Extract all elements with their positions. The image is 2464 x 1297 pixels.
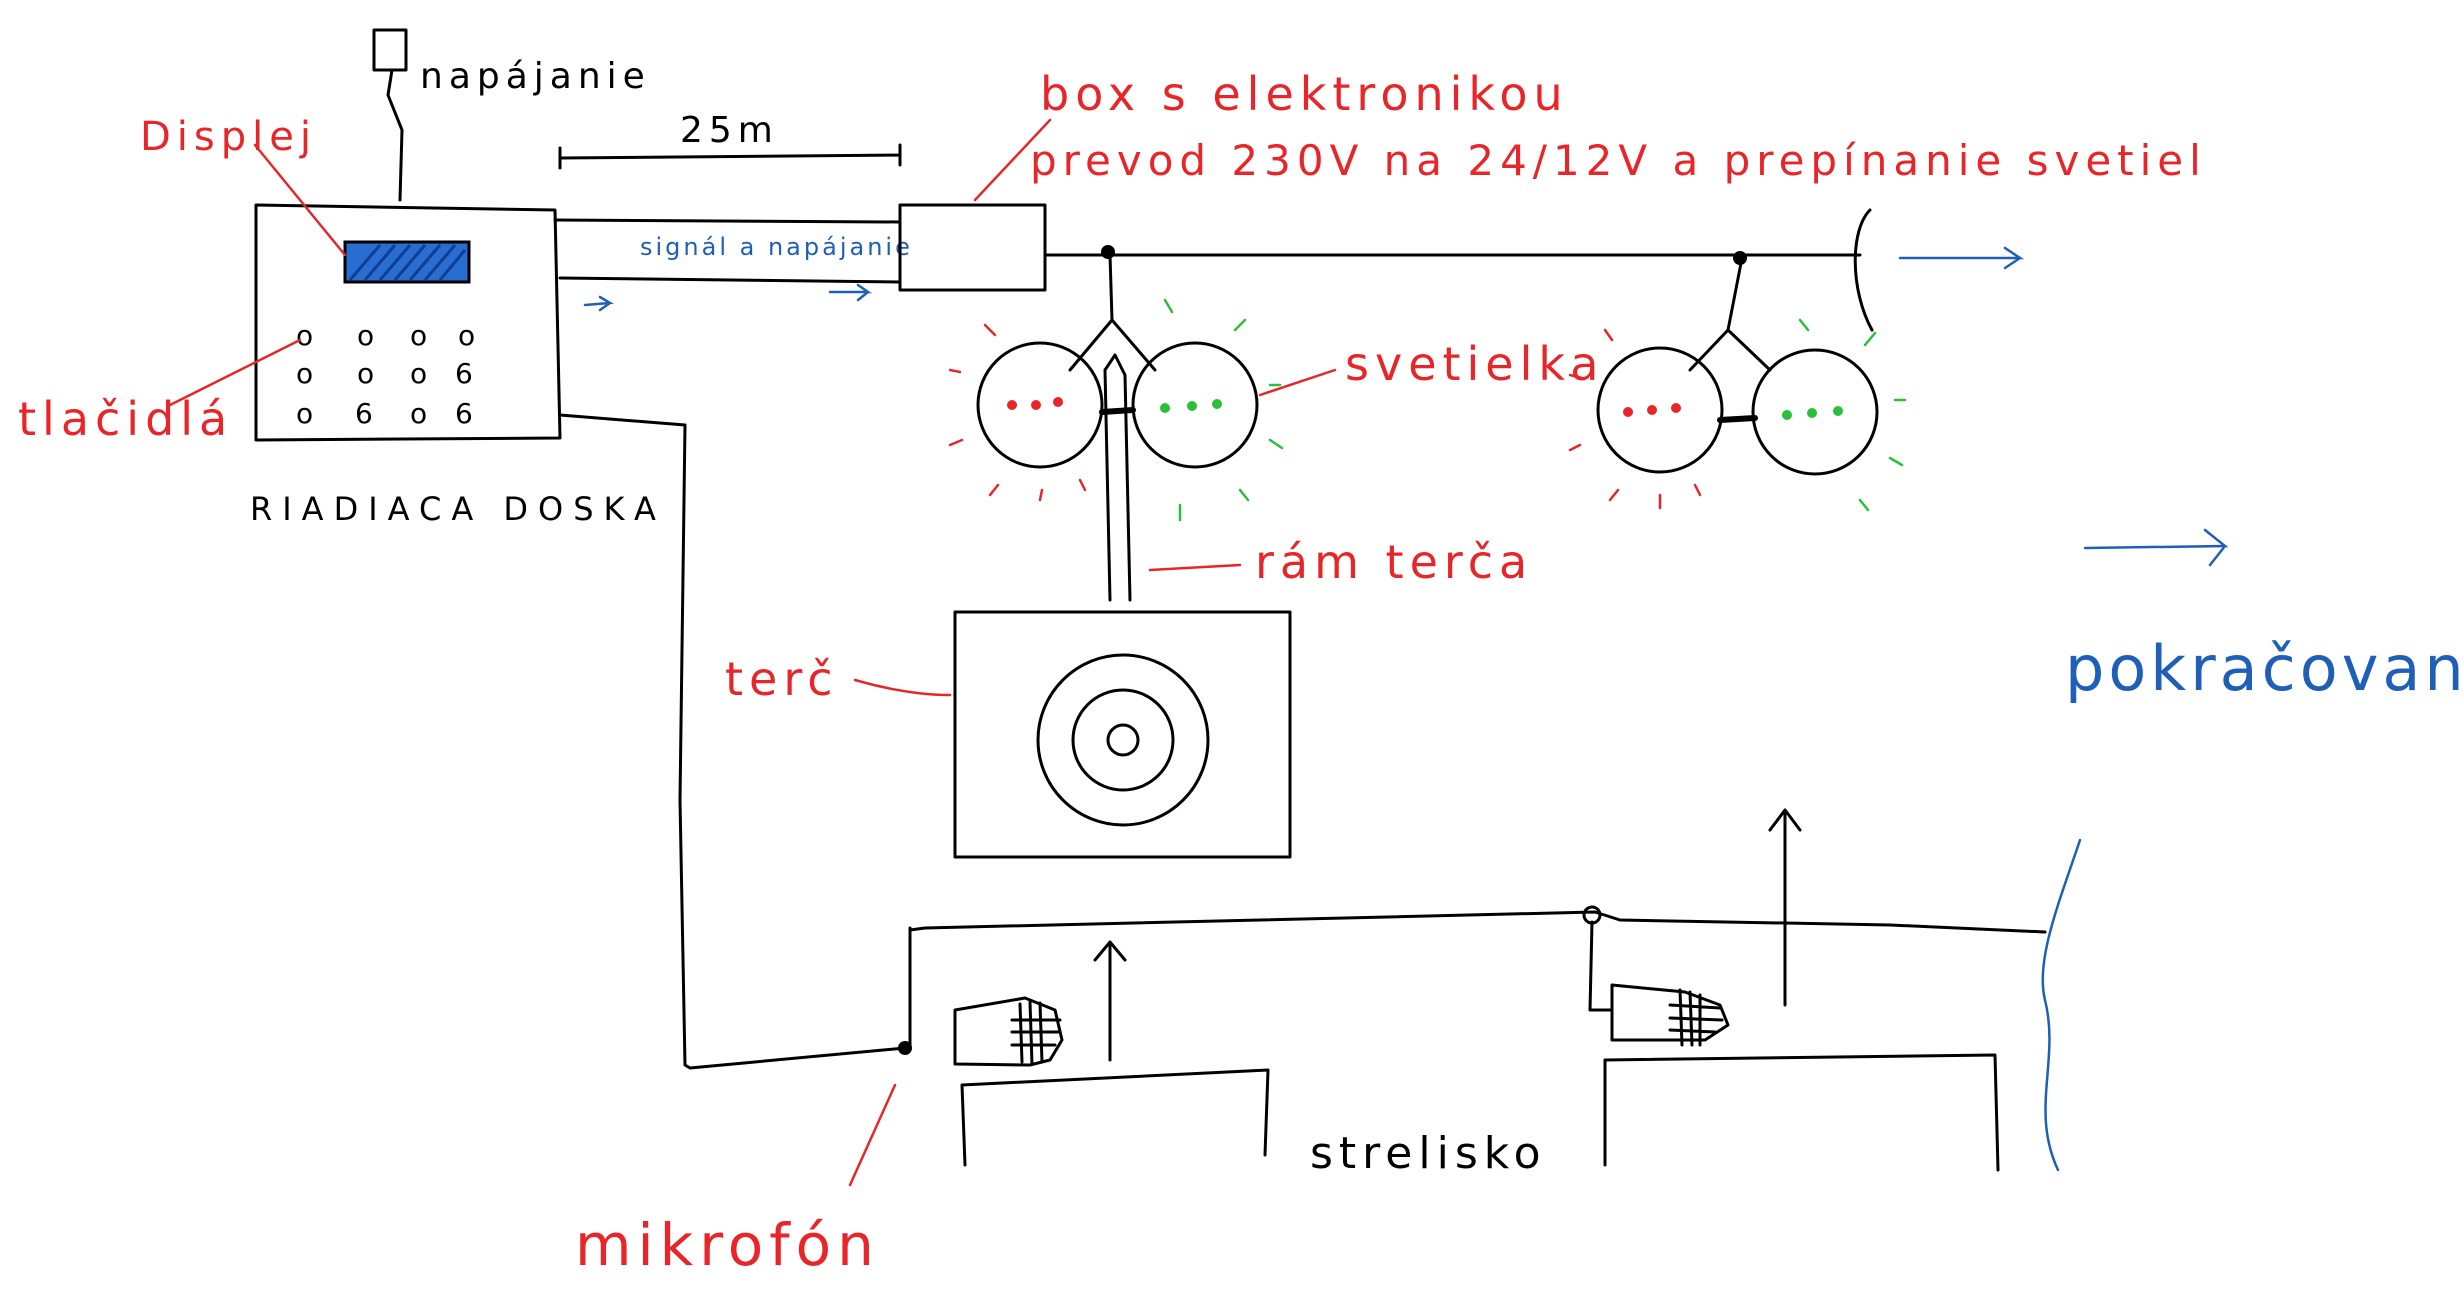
continue-arrow-top: [1898, 246, 2025, 270]
displej-label: Displej: [140, 114, 317, 160]
distance-dimension: [558, 143, 902, 170]
red-glow: [948, 323, 1087, 502]
red-led: [1031, 400, 1041, 410]
button[interactable]: 6: [355, 397, 373, 430]
button-grid: o o o o o o o 6 o 6 o 6: [296, 319, 475, 430]
box-pointer: [973, 118, 1052, 202]
microphone-2: [1610, 983, 1730, 1047]
box-description: prevod 230V na 24/12V a prepínanie sveti…: [1030, 136, 2207, 185]
junction-dot: [1101, 245, 1115, 259]
green-light: [1751, 348, 1879, 476]
tlacidla-label: tlačidlá: [18, 392, 233, 446]
ram-terca-label: rám terča: [1255, 535, 1533, 589]
junction-dot: [898, 1041, 912, 1055]
red-led: [1007, 400, 1017, 410]
control-board: o o o o o o o 6 o 6 o 6 RIADIACA DOSKA: [250, 203, 666, 528]
green-light: [1131, 341, 1259, 469]
green-led: [1807, 408, 1817, 418]
displej-pointer: [253, 143, 347, 257]
green-led: [1187, 401, 1197, 411]
microphone-1: [953, 996, 1064, 1067]
signal-arrow-right: [828, 283, 872, 302]
continuation-break: [2041, 838, 2082, 1172]
microphone-body: [953, 996, 1064, 1067]
napajanie-label: napájanie: [420, 56, 651, 97]
ram-terca-pointer: [1148, 563, 1242, 572]
green-glow: [1163, 298, 1284, 522]
shoot-arrow-1: [1093, 940, 1127, 1062]
display-hatching: [348, 244, 467, 281]
pokracovanie-arrow: [2083, 528, 2229, 567]
mic-cable: [558, 413, 907, 1070]
light-hanger: [1688, 256, 1772, 372]
green-led: [1160, 403, 1170, 413]
svetielka-label: svetielka: [1345, 337, 1604, 391]
button[interactable]: o: [458, 319, 475, 352]
shoot-arrow-2: [1768, 808, 1802, 1007]
red-led: [1053, 397, 1063, 407]
red-light: [976, 341, 1104, 469]
stall-2-walls: [1603, 1053, 2000, 1172]
signal-label: signál a napájanie: [640, 233, 913, 261]
red-glow: [1568, 328, 1702, 510]
power-cable: [386, 68, 404, 202]
target-board: [953, 610, 1292, 859]
light-hanger: [1068, 253, 1157, 372]
button[interactable]: o: [410, 319, 427, 352]
signal-arrow-left: [583, 295, 614, 312]
svetielka-pointer: [1258, 368, 1337, 397]
tlacidla-pointer: [168, 338, 302, 407]
button[interactable]: o: [296, 319, 313, 352]
light-connector: [1717, 415, 1758, 423]
stall-1-walls: [960, 1068, 1270, 1167]
button[interactable]: o: [410, 357, 427, 390]
target: [953, 610, 1292, 859]
light-set-1: [948, 253, 1284, 522]
riadiaca-doska-label: RIADIACA DOSKA: [250, 490, 666, 528]
mikrofon-label: mikrofón: [575, 1211, 880, 1279]
box-label: box s elektronikou: [1040, 67, 1569, 121]
terc-label: terč: [725, 652, 839, 706]
electronics-box: [898, 203, 1047, 292]
microphone-grille: [1668, 988, 1724, 1047]
red-led: [1647, 405, 1657, 415]
button[interactable]: o: [296, 357, 313, 390]
button[interactable]: o: [410, 397, 427, 430]
button[interactable]: o: [357, 357, 374, 390]
mikrofon-pointer: [848, 1083, 897, 1187]
red-led: [1623, 407, 1633, 417]
light-set-2: [1568, 256, 1907, 512]
distance-label: 25m: [680, 110, 779, 151]
junction-dot: [1733, 251, 1747, 265]
strelisko-label: strelisko: [1310, 1128, 1547, 1179]
target-frame-pole: [1103, 353, 1132, 602]
button[interactable]: o: [357, 319, 374, 352]
line-break-mark: [1853, 208, 1874, 332]
target-ring-middle: [1071, 688, 1175, 792]
green-led: [1782, 410, 1792, 420]
mic2-drop: [1588, 920, 1612, 1012]
signal-cable-top: [553, 218, 902, 224]
green-led: [1833, 406, 1843, 416]
terc-pointer: [853, 678, 952, 697]
power-supply: napájanie: [372, 28, 651, 202]
pokracovanie-label: pokračovanie: [2065, 632, 2464, 705]
target-bullseye: [1106, 723, 1140, 757]
red-light: [1596, 346, 1724, 474]
target-ring-outer: [1036, 653, 1210, 827]
button[interactable]: 6: [455, 357, 473, 390]
microphone-grille: [1010, 1000, 1062, 1066]
microphone-body: [1610, 983, 1730, 1042]
button[interactable]: 6: [455, 397, 473, 430]
red-led: [1671, 403, 1681, 413]
green-glow: [1798, 318, 1907, 512]
power-supply-box: [372, 28, 408, 72]
button[interactable]: o: [296, 397, 313, 430]
range-line: [908, 910, 2047, 934]
signal-cable-bottom: [558, 276, 902, 284]
green-led: [1212, 399, 1222, 409]
